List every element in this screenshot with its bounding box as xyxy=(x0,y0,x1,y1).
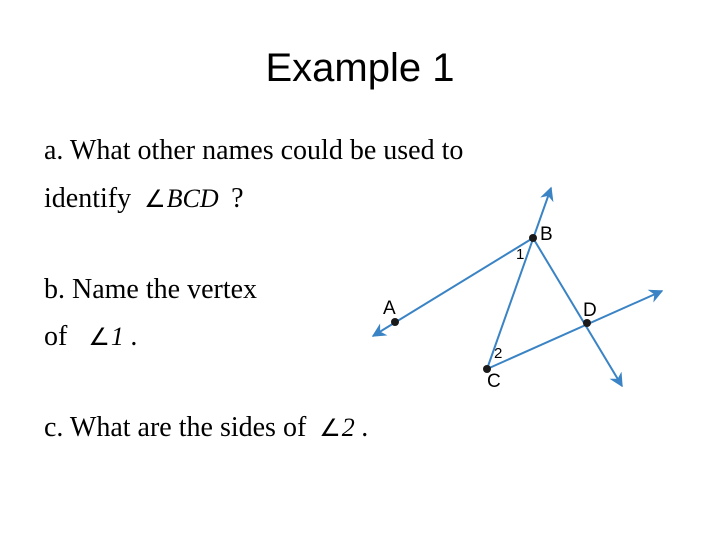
question-a-line2: identify ∠BCD ? xyxy=(44,183,244,216)
ray-cd xyxy=(486,289,664,370)
ray-ba xyxy=(371,237,534,337)
point-b xyxy=(529,234,537,242)
angle-symbol: ∠ xyxy=(88,325,110,351)
question-b-line1: b. Name the vertex xyxy=(44,274,257,306)
question-b-text: b. Name the vertex xyxy=(44,274,258,305)
label-angle-1: 1 xyxy=(516,246,524,263)
angle-1-notation: ∠1 xyxy=(88,322,130,351)
angle-1-label: 1 xyxy=(110,322,124,351)
question-b-line2: of ∠1 . xyxy=(44,321,137,354)
question-a-line1: a. What other names could be used to xyxy=(44,135,463,167)
slide-title: Example 1 xyxy=(265,46,455,90)
angle-bcd-label: BCD xyxy=(166,184,219,213)
point-c xyxy=(483,365,491,373)
label-point-a: A xyxy=(383,298,396,319)
angle-2-label: 2 xyxy=(341,413,355,442)
ray-bd xyxy=(532,237,623,388)
question-b-prefix: of xyxy=(44,321,68,352)
angle-symbol: ∠ xyxy=(144,187,166,213)
question-c-line: c. What are the sides of ∠2 . xyxy=(44,412,368,445)
label-point-d: D xyxy=(583,300,597,321)
angle-2-notation: ∠2 xyxy=(319,413,361,442)
label-point-c: C xyxy=(487,371,501,392)
angle-bcd-notation: ∠BCD xyxy=(144,184,225,213)
point-d xyxy=(583,319,591,327)
angle-symbol: ∠ xyxy=(319,416,341,442)
question-a-suffix: ? xyxy=(231,183,244,214)
question-c-suffix: . xyxy=(361,412,369,443)
question-a-text: a. What other names could be used to xyxy=(44,135,464,166)
ray-cb xyxy=(486,186,554,370)
label-angle-2: 2 xyxy=(494,345,502,362)
question-c-text: c. What are the sides of xyxy=(44,412,307,443)
label-point-b: B xyxy=(540,224,553,245)
question-a-prefix: identify xyxy=(44,183,132,214)
point-a xyxy=(391,318,399,326)
question-b-suffix: . xyxy=(130,321,138,352)
